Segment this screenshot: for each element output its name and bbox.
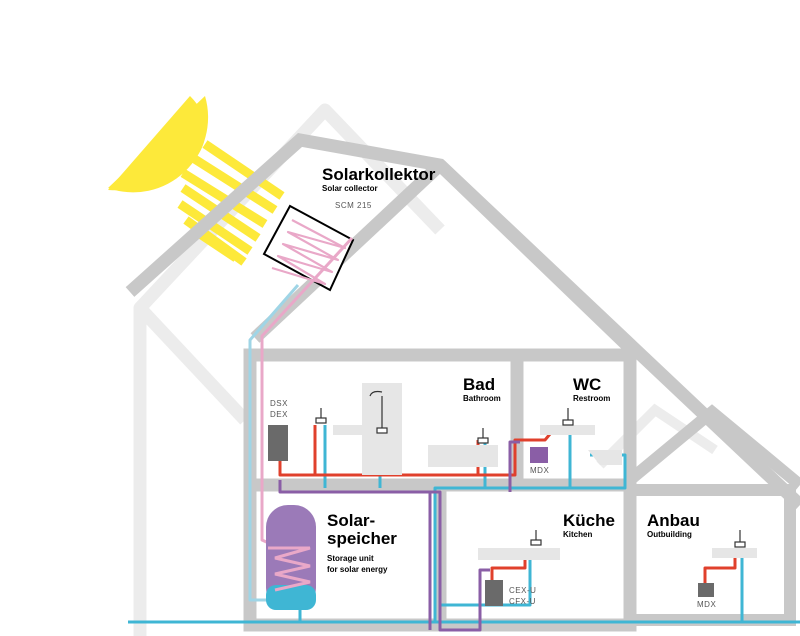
device-cex-label: CEX-U bbox=[509, 586, 537, 595]
outbuilding-title: Anbau bbox=[647, 511, 700, 530]
device-mdx-restroom-label: MDX bbox=[530, 466, 550, 475]
outbuilding-subtitle: Outbuilding bbox=[647, 530, 692, 539]
kitchen-subtitle: Kitchen bbox=[563, 530, 593, 539]
solar-collector bbox=[262, 204, 355, 292]
mdx-outbuilding-heater-icon bbox=[698, 583, 714, 597]
storage-subtitle-line2: for solar energy bbox=[327, 565, 388, 574]
dsx-dex-heater-icon bbox=[268, 425, 288, 461]
circulation-pipes bbox=[278, 440, 520, 632]
mdx-restroom-heater-icon bbox=[530, 447, 548, 463]
storage-title-line1: Solar- bbox=[327, 511, 376, 530]
sun-disc bbox=[108, 96, 206, 191]
restroom-subtitle: Restroom bbox=[573, 394, 611, 403]
solar-collector-model: SCM 215 bbox=[335, 201, 372, 210]
device-mdx-outbuilding-label: MDX bbox=[697, 600, 717, 609]
kitchen-title: Küche bbox=[563, 511, 615, 530]
cex-cfx-heater-icon bbox=[485, 580, 503, 606]
faucet-icons bbox=[315, 390, 746, 548]
bathroom-subtitle: Bathroom bbox=[463, 394, 501, 403]
bathroom-title: Bad bbox=[463, 375, 496, 394]
storage-title-line2: speicher bbox=[327, 529, 397, 548]
annex-outline bbox=[624, 404, 800, 626]
restroom-title: WC bbox=[573, 375, 602, 394]
storage-subtitle-line1: Storage unit bbox=[327, 554, 374, 563]
solar-collector-title: Solarkollektor bbox=[322, 165, 436, 184]
solar-collector-subtitle: Solar collector bbox=[322, 184, 378, 193]
background-annex-outline bbox=[596, 403, 718, 469]
device-dsx-label: DSX bbox=[270, 399, 288, 408]
device-dex-label: DEX bbox=[270, 410, 288, 419]
storage-tank bbox=[266, 505, 316, 610]
device-cfx-label: CFX-U bbox=[509, 597, 536, 606]
